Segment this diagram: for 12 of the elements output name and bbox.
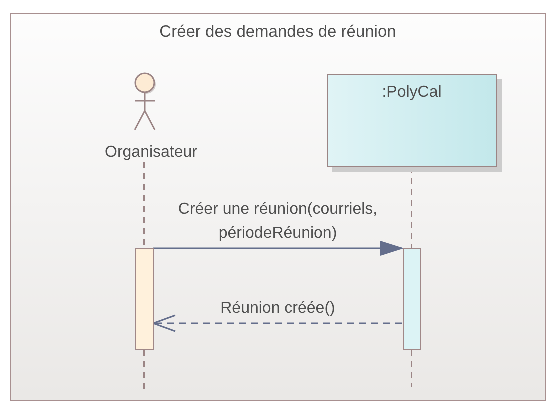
sequence-frame — [10, 13, 546, 401]
lifeline — [144, 162, 145, 248]
message-label: Créer une réunion(courriels, périodeRéunion) — [177, 200, 379, 244]
message-arrow — [154, 241, 403, 256]
actor-name: Organisateur — [105, 144, 198, 162]
activation-bar — [135, 248, 154, 350]
return-arrow — [152, 314, 402, 332]
activation-bar — [402, 248, 421, 350]
lifeline — [411, 350, 412, 387]
frame-title: Créer des demandes de réunion — [158, 23, 398, 42]
object-name: :PolyCal — [382, 84, 442, 102]
message-label: Réunion créée() — [220, 298, 336, 318]
